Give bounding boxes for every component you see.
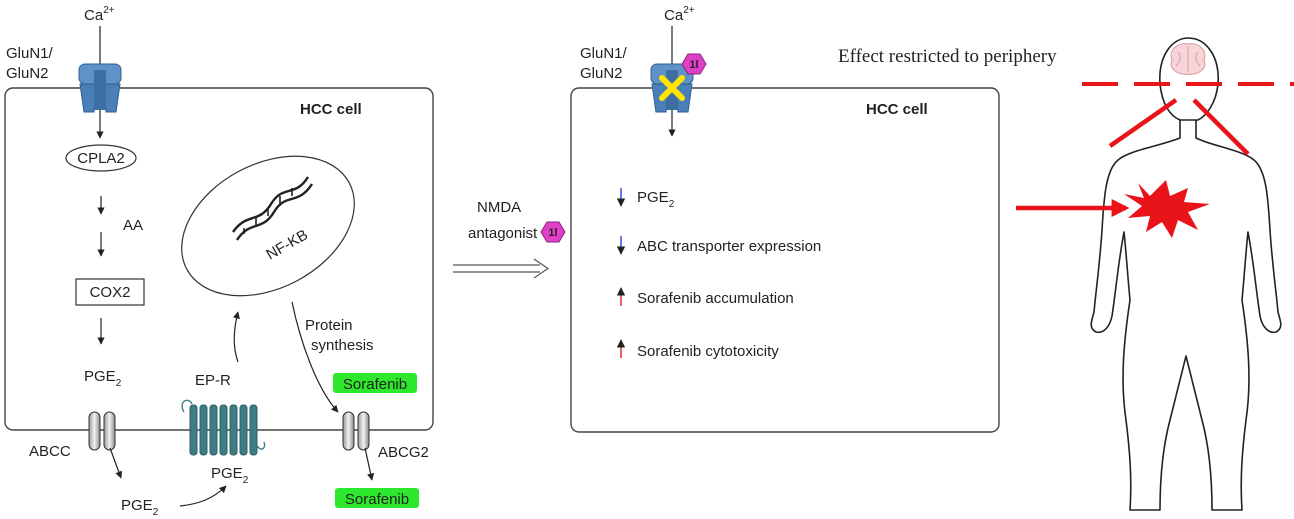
tumor-burst-icon [1124,180,1210,238]
treated-cell-title: HCC cell [866,101,928,118]
antagonist-label: antagonist [468,225,538,242]
receptor-label-line2: GluN2 [6,65,49,82]
aa-label: AA [123,217,143,234]
effect-sorafenib-accumulation: Sorafenib accumulation [637,290,794,307]
arrow-abcc-efflux [109,447,123,479]
human-body-icon [1090,37,1282,511]
protein-synthesis-line1: Protein [305,317,353,334]
arrow-nfkb-to-abcg2 [291,301,339,413]
left-panel: HCC cell Ca2+ GluN1/ GluN2 CPLA2 AA COX2… [4,5,434,518]
effect-abc-expression: ABC transporter expression [637,238,821,255]
compound-1l-badge [540,221,566,243]
ep-r-label: EP-R [195,372,231,389]
protein-synthesis-line2: synthesis [311,337,374,354]
sorafenib-inside-box [333,373,417,393]
sorafenib-inside-label: Sorafenib [343,376,407,393]
treated-receptor-line1: GluN1/ [580,45,628,62]
cpla2-node [65,144,137,172]
dna-helix-icon [232,176,314,241]
sorafenib-outside-label: Sorafenib [345,491,409,508]
cell-title: HCC cell [300,101,362,118]
abcg2-transporter-icon [342,411,370,451]
middle-treatment: NMDA antagonist 1l [453,199,566,279]
cox2-node [75,278,145,306]
nucleus-ellipse [181,155,355,297]
block-x-icon [659,75,685,101]
effect-list: PGE2 ABC transporter expression Sorafeni… [616,188,821,360]
treated-compound-1l-badge [681,53,707,75]
cox2-label: COX2 [90,284,131,301]
nmda-label: NMDA [477,199,521,216]
periphery-caption: Effect restricted to periphery [838,46,1057,67]
treated-receptor-line2: GluN2 [580,65,623,82]
brain-icon [1170,43,1206,75]
double-arrow-icon [453,258,550,279]
cpla2-label: CPLA2 [77,150,125,167]
pge2-extracellular-right: PGE2 [211,465,249,486]
nmda-receptor-icon [78,63,122,113]
blocked-arrow-right [1192,98,1250,156]
body-panel: Effect restricted to periphery [838,37,1294,511]
arrow-abcg2-efflux [364,447,375,481]
treated-compound-1l-label: 1l [689,59,698,71]
right-panel: HCC cell Ca2+ GluN1/ GluN2 1l PGE2 ABC t… [570,5,1000,433]
effect-pge2: PGE2 [637,189,675,210]
effect-sorafenib-cytotoxicity: Sorafenib cytotoxicity [637,343,779,360]
hcc-cell-membrane [4,87,434,431]
abcg2-label: ABCG2 [378,444,429,461]
receptor-label-line1: GluN1/ [6,45,54,62]
arrow-epr-to-nfkb [232,311,240,363]
sorafenib-outside-box [335,488,419,508]
treated-calcium-label: Ca2+ [664,5,695,24]
ep-receptor-icon [181,399,266,456]
arrow-pge2-recycling [179,485,227,507]
treated-cell-membrane [570,87,1000,433]
abcc-transporter-icon [88,411,116,451]
pge2-extracellular-left: PGE2 [121,497,159,518]
compound-1l-label: 1l [548,227,557,239]
calcium-label: Ca2+ [84,5,115,24]
blocked-arrow-left [1108,98,1178,148]
pge2-intracellular: PGE2 [84,368,122,389]
abcc-label: ABCC [29,443,71,460]
